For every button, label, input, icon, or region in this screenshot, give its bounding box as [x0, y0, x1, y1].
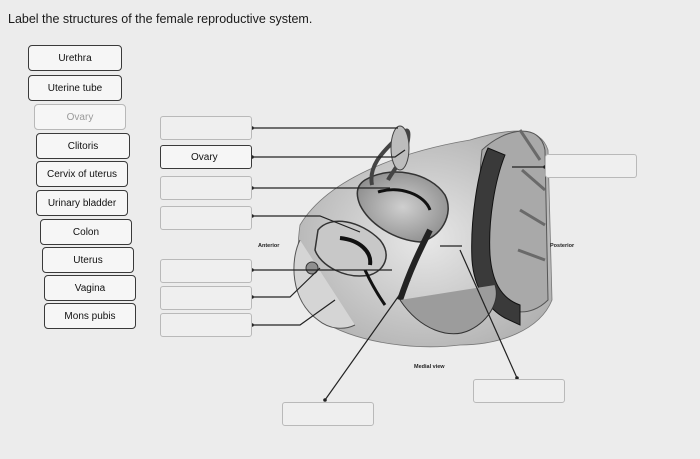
vagina-shape	[397, 228, 433, 301]
drop-box-4[interactable]	[160, 206, 252, 230]
label-chip-uterine-tube[interactable]: Uterine tube	[28, 75, 122, 101]
drop-box-6[interactable]	[160, 286, 252, 310]
perineum-shape	[399, 284, 497, 335]
drop-box-9[interactable]	[282, 402, 374, 426]
label-chip-urethra[interactable]: Urethra	[28, 45, 122, 71]
ovary-shape	[390, 125, 410, 171]
drop-box-10[interactable]	[473, 379, 565, 403]
label-chip-urinary-bladder[interactable]: Urinary bladder	[36, 190, 128, 216]
leader-line-4	[252, 215, 361, 233]
medial-view-label: Medial view	[414, 364, 445, 370]
uterine-cavity	[377, 188, 432, 211]
urethra-shape	[363, 269, 387, 306]
drop-box-2[interactable]: Ovary	[160, 145, 252, 169]
colon-shape	[471, 147, 521, 326]
leader-line-6	[252, 267, 321, 298]
label-chip-mons-pubis[interactable]: Mons pubis	[44, 303, 136, 329]
posterior-label: Posterior	[550, 243, 575, 249]
drop-box-8[interactable]	[545, 154, 637, 178]
drop-box-1[interactable]	[160, 116, 252, 140]
uterus-shape	[356, 171, 449, 243]
leader-line-9	[324, 279, 411, 401]
anterior-label: Anterior	[258, 243, 280, 249]
label-chip-clitoris[interactable]: Clitoris	[36, 133, 130, 159]
leader-line-10	[459, 249, 518, 379]
label-chip-cervix-of-uterus[interactable]: Cervix of uterus	[36, 161, 128, 187]
label-chip-vagina[interactable]: Vagina	[44, 275, 136, 301]
spine-segments	[517, 129, 546, 262]
label-chip-ovary: Ovary	[34, 104, 126, 130]
label-chip-colon[interactable]: Colon	[40, 219, 132, 245]
clitoris-shape	[305, 261, 319, 275]
leader-line-7	[252, 299, 336, 326]
label-chip-uterus[interactable]: Uterus	[42, 247, 134, 273]
mons-shape	[293, 239, 356, 329]
drop-box-7[interactable]	[160, 313, 252, 337]
instruction-text: Label the structures of the female repro…	[8, 12, 313, 26]
leader-line-2	[252, 149, 406, 158]
drop-box-5[interactable]	[160, 259, 252, 283]
bladder-wall	[339, 236, 373, 266]
drop-box-3[interactable]	[160, 176, 252, 200]
